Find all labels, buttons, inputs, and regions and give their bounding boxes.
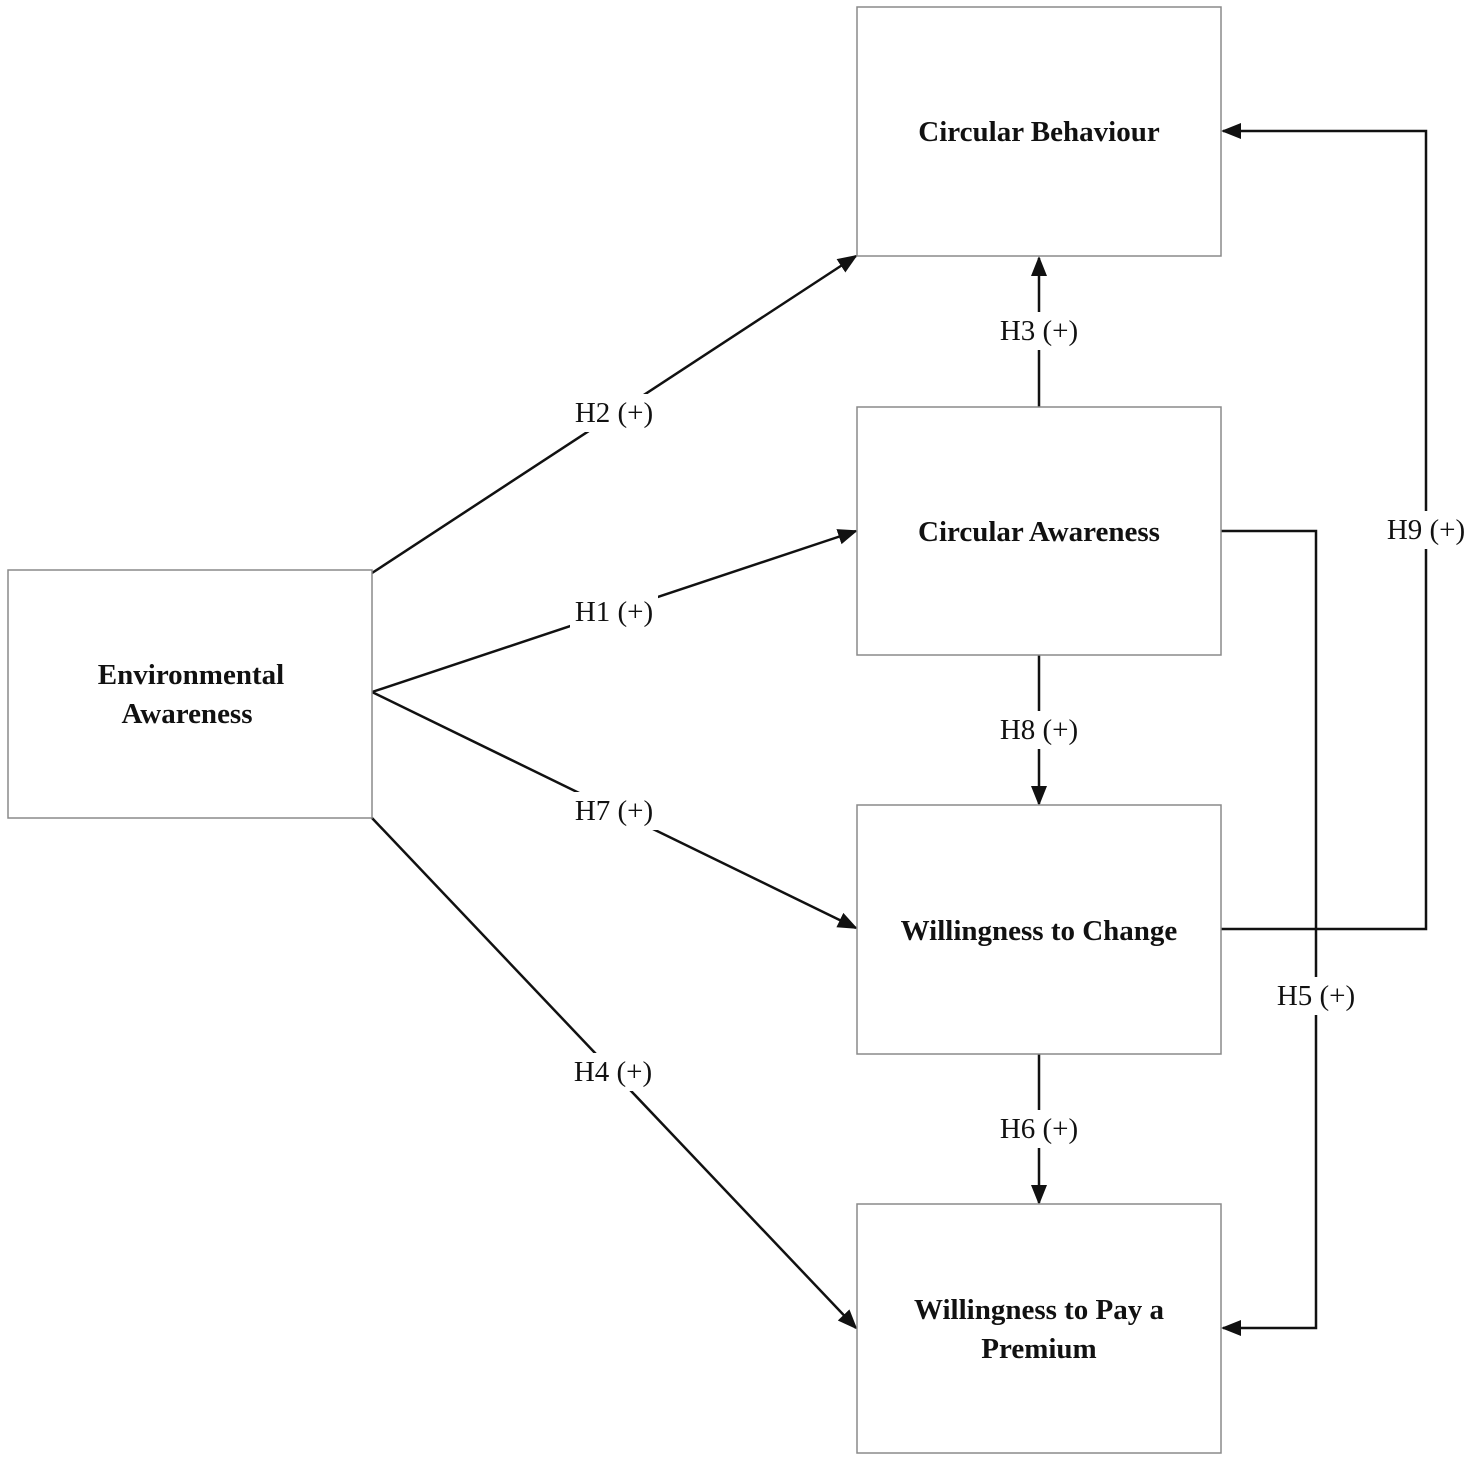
node-label-line: Circular Awareness	[918, 516, 1160, 548]
node-label-line: Environmental	[98, 659, 284, 691]
edge-h9-label: H9 (+)	[1382, 511, 1470, 549]
node-label-line: Premium	[981, 1333, 1096, 1365]
node-environmental-awareness: Environmental Awareness	[7, 569, 373, 819]
node-label-line: Awareness	[121, 698, 252, 730]
node-willingness-to-pay: Willingness to Pay a Premium	[856, 1203, 1222, 1454]
node-label-line: Willingness to Pay a	[914, 1294, 1165, 1326]
edge-h3-label: H3 (+)	[995, 312, 1083, 350]
node-circular-behaviour: Circular Behaviour	[856, 6, 1222, 257]
edge-h4-label: H4 (+)	[569, 1053, 657, 1091]
edge-label-text: H8 (+)	[1000, 714, 1078, 746]
edges	[371, 123, 1428, 1336]
edge-label-text: H1 (+)	[575, 596, 653, 628]
node-label-line: Willingness to Change	[901, 915, 1178, 947]
node-label-line: Circular Behaviour	[918, 116, 1160, 148]
edge-h8-label: H8 (+)	[995, 711, 1083, 749]
edge-label-text: H4 (+)	[574, 1056, 652, 1088]
edge-h1-label: H1 (+)	[570, 593, 658, 631]
edge-labels: H2 (+) H1 (+) H7 (+) H4 (+) H3 (+) H8 (+…	[569, 312, 1470, 1148]
edge-label-text: H5 (+)	[1277, 980, 1355, 1012]
edge-label-text: H2 (+)	[575, 397, 653, 429]
edge-h6-label: H6 (+)	[995, 1110, 1083, 1148]
edge-h5-label: H5 (+)	[1272, 977, 1360, 1015]
edge-h7-label: H7 (+)	[570, 792, 658, 830]
edge-h2-label: H2 (+)	[570, 394, 658, 432]
edge-label-text: H6 (+)	[1000, 1113, 1078, 1145]
node-willingness-to-change: Willingness to Change	[856, 804, 1222, 1055]
node-circular-awareness: Circular Awareness	[856, 406, 1222, 656]
edge-label-text: H3 (+)	[1000, 315, 1078, 347]
edge-label-text: H7 (+)	[575, 795, 653, 827]
edge-label-text: H9 (+)	[1387, 514, 1465, 546]
